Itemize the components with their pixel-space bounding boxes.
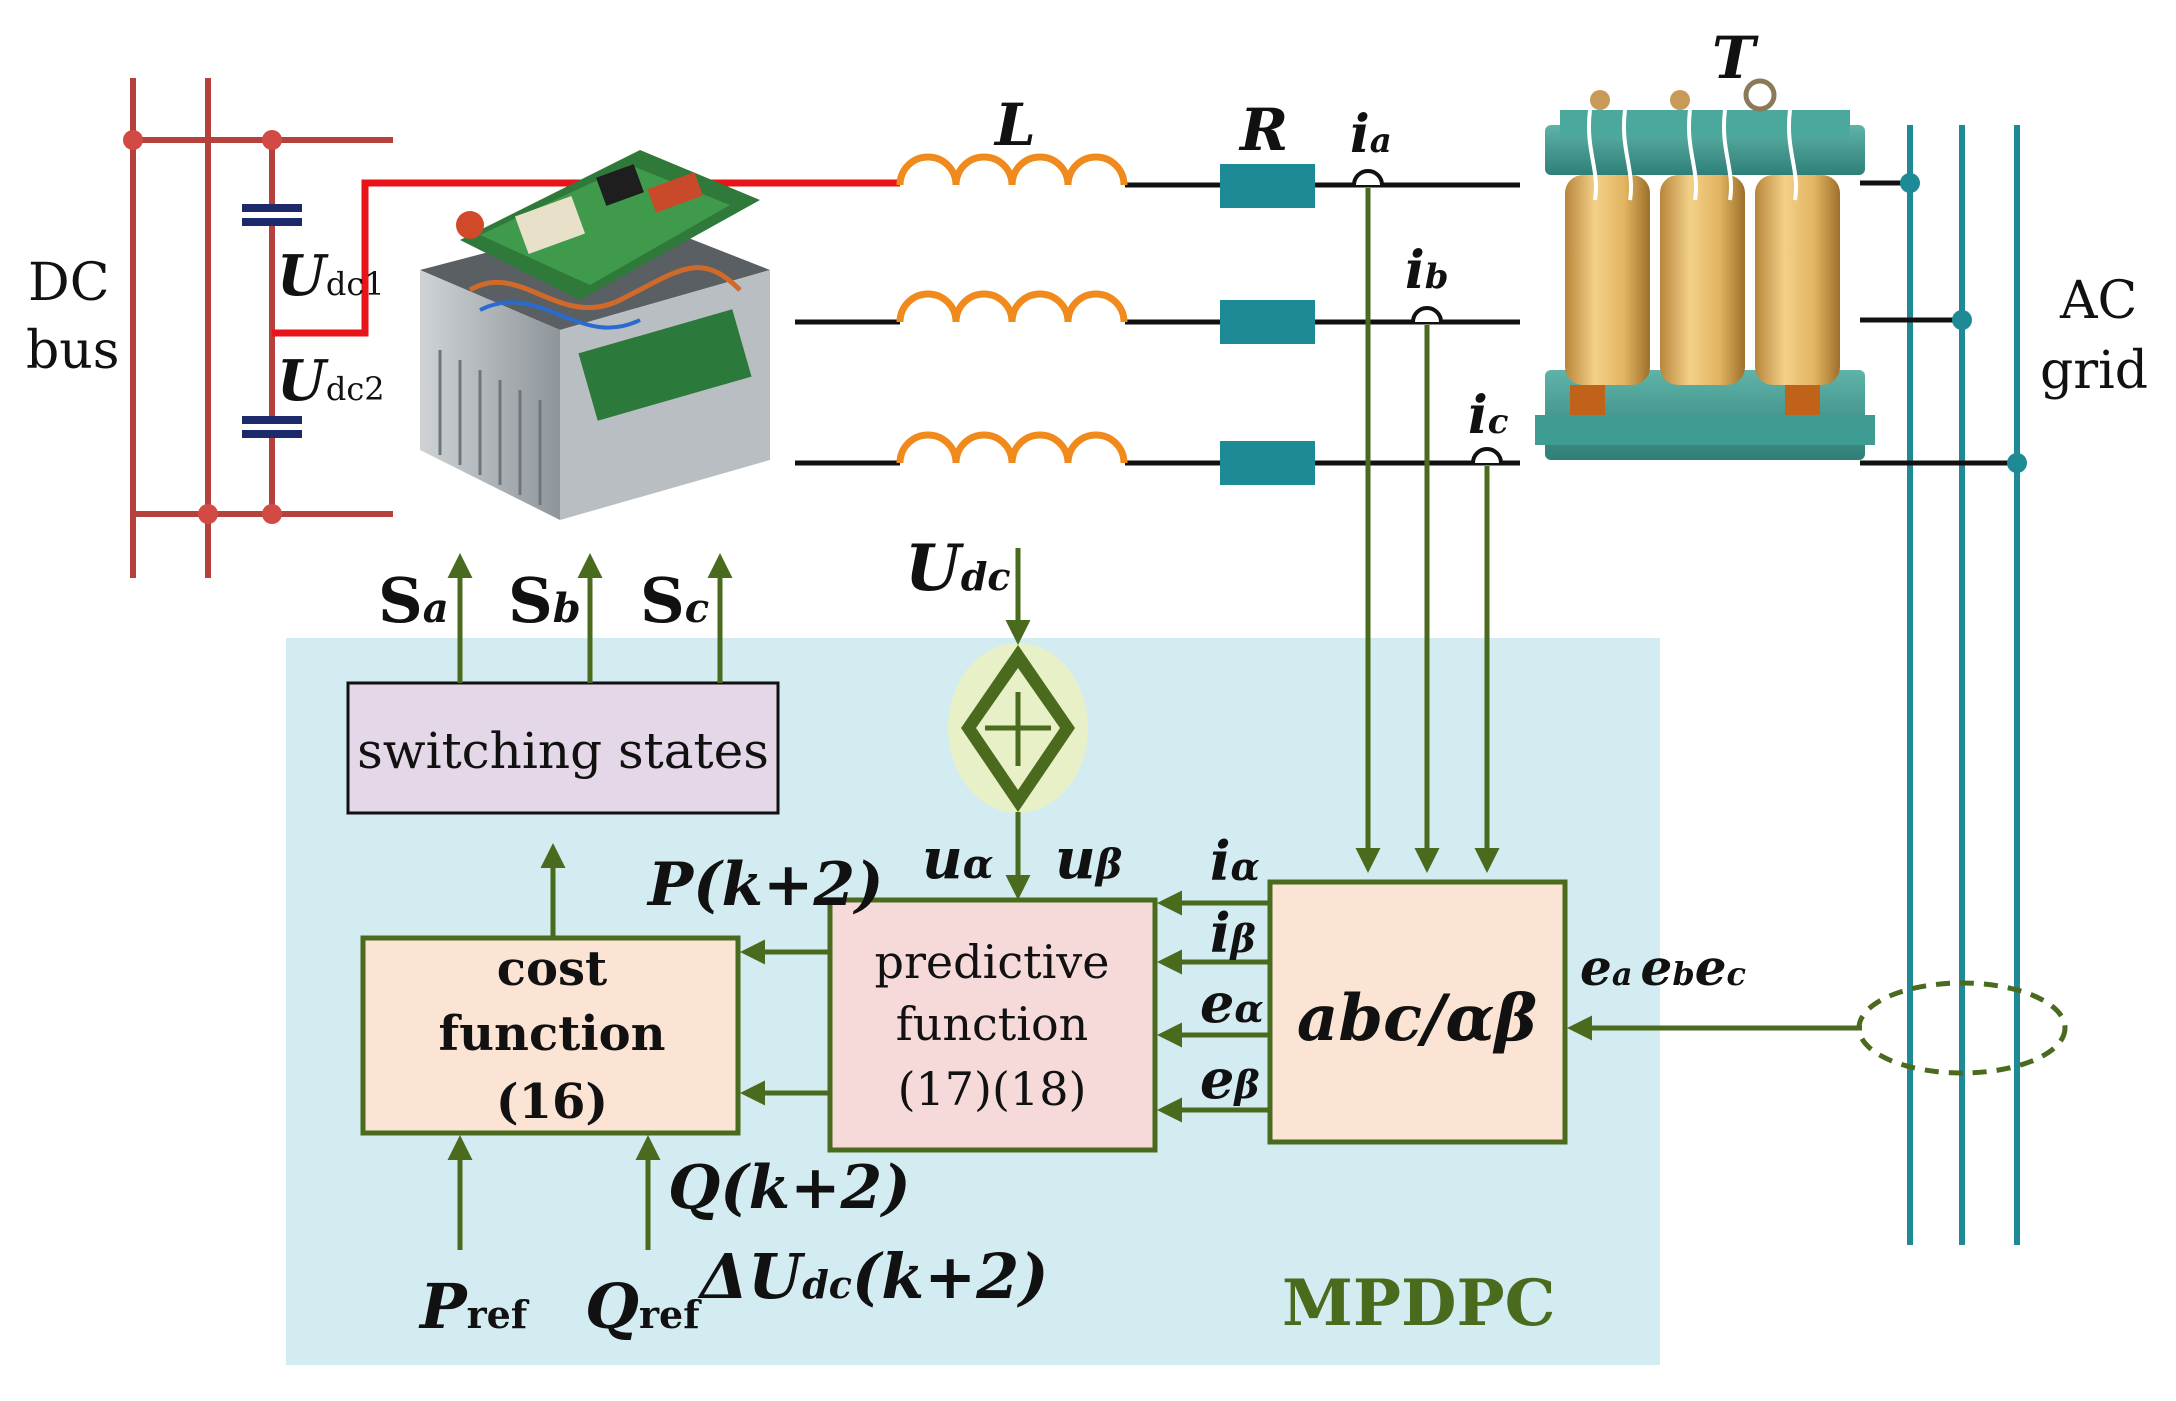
u-beta-label: uβ — [1055, 826, 1122, 892]
dc-bus-label-line2: bus — [26, 321, 119, 381]
predictive-function-block — [827, 897, 1158, 1153]
dc-bus-nodes — [123, 130, 282, 524]
transformer-image — [1535, 78, 1875, 460]
sb-label: Sb — [508, 564, 581, 637]
switching-states-text: switching states — [357, 722, 769, 780]
inductor-L — [896, 153, 1128, 464]
predictive-function-text-1: predictive — [875, 935, 1110, 989]
dc-bus-label-line1: DC — [28, 253, 109, 313]
predictive-function-text-3: (17)(18) — [898, 1062, 1087, 1116]
i-beta-label: iβ — [1210, 901, 1256, 965]
switching-states-block — [346, 681, 780, 815]
sc-label: Sc — [640, 564, 709, 637]
i-alpha-label: iα — [1210, 829, 1260, 893]
udc-diamond-cross — [985, 692, 1051, 766]
phase-lines — [795, 182, 1520, 466]
resistor-R — [1220, 164, 1315, 485]
grid-tie-lines — [1860, 180, 2017, 466]
cost-function-text-2: function — [439, 1006, 666, 1062]
current-sensors — [1352, 169, 1503, 464]
ib-label: ib — [1405, 240, 1449, 301]
pref-label: Pref — [418, 1270, 530, 1343]
udc2-label: Udc2 — [277, 348, 385, 414]
predictive-function-text-2: function — [896, 997, 1089, 1051]
udc-input-label: Udc — [905, 531, 1011, 606]
ac-grid-label-line1: AC — [2059, 271, 2137, 331]
ia-label: ia — [1350, 104, 1392, 165]
current-feedback-lines — [1355, 188, 1500, 873]
qref-label: Qref — [585, 1270, 702, 1343]
u-alpha-label: uα — [922, 826, 994, 892]
dc-capacitors — [242, 204, 302, 438]
ic-label: ic — [1468, 385, 1509, 446]
sa-label: Sa — [378, 564, 449, 637]
cost-function-text-1: cost — [497, 941, 607, 997]
control-signal-arrows — [447, 548, 1862, 1250]
ac-grid — [1907, 125, 2020, 1245]
e-beta-label: eβ — [1200, 1047, 1260, 1111]
mpdpc-label: MPDPC — [1282, 1266, 1556, 1341]
abc-alphabeta-block — [1267, 879, 1568, 1145]
converter-hardware-image — [420, 150, 770, 520]
transformer-label: T — [1712, 24, 1759, 92]
inductor-label: L — [993, 91, 1036, 159]
grid-nodes — [1900, 173, 2027, 473]
e-alpha-label: eα — [1200, 971, 1264, 1035]
abc-alphabeta-text: abc/αβ — [1297, 981, 1537, 1056]
udc1-label: Udc1 — [277, 243, 385, 309]
dc-bus — [130, 78, 393, 578]
delta-udc-label: ΔUdc(k+2) — [697, 1240, 1049, 1313]
ac-grid-label-line2: grid — [2040, 341, 2148, 401]
cost-function-text-3: (16) — [496, 1074, 608, 1130]
resistor-label: R — [1238, 96, 1288, 164]
p-k2-label: P(k+2) — [646, 850, 884, 920]
q-k2-label: Q(k+2) — [668, 1153, 911, 1223]
